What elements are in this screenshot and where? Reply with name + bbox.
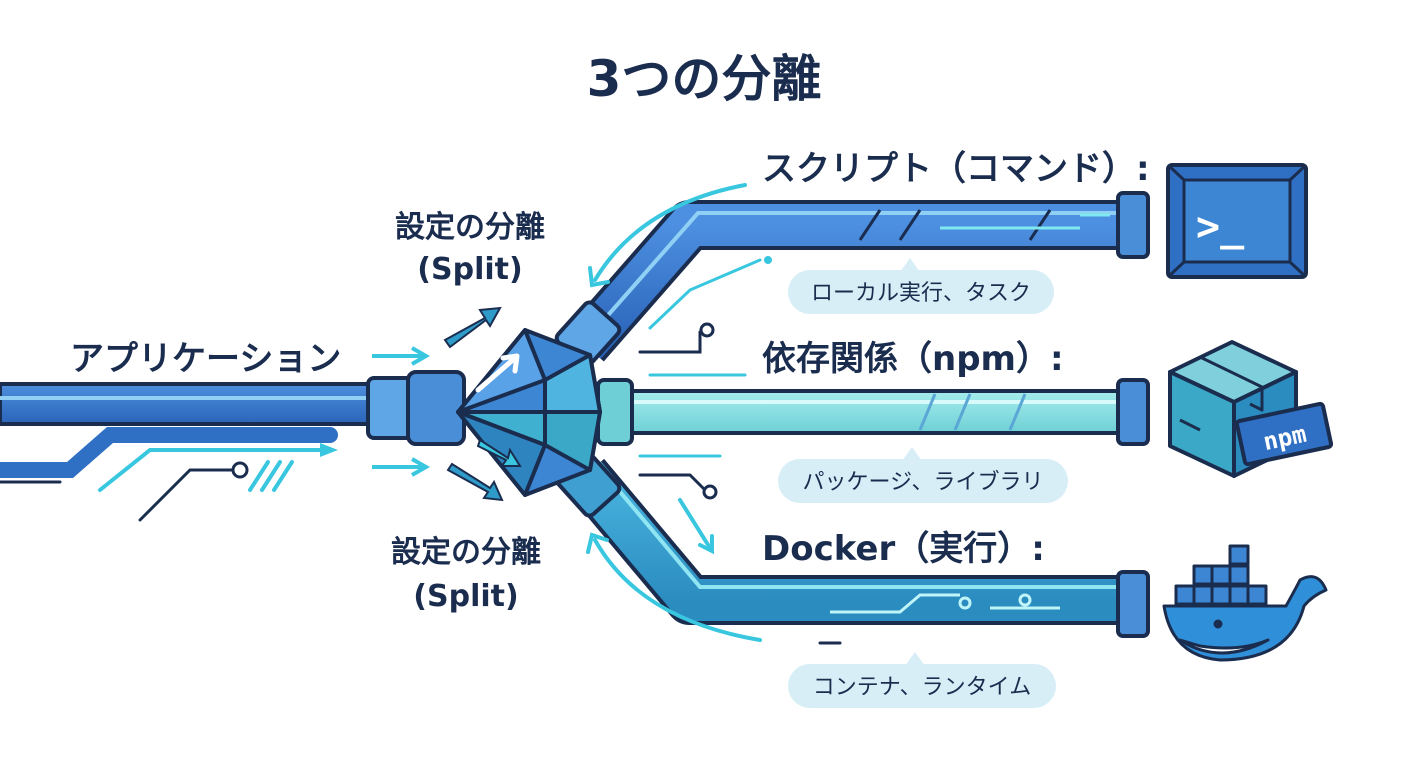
output-pipe-docker xyxy=(565,458,1150,638)
input-label: アプリケーション xyxy=(70,339,341,379)
desc-text-dependencies: パッケージ、ライブラリ xyxy=(803,470,1044,495)
terminal-prompt: >_ xyxy=(1196,204,1245,250)
split-top-label-line2: (Split) xyxy=(417,252,522,287)
desc-pill-docker: コンテナ、ランタイム xyxy=(788,652,1056,708)
flow-arrows xyxy=(586,183,842,645)
split-bottom-label-line2: (Split) xyxy=(413,579,518,614)
output-pipe-scripts xyxy=(566,191,1150,362)
page-title: 3つの分離 xyxy=(587,50,822,108)
docker-whale-icon xyxy=(1162,544,1328,662)
output-label-dependencies: 依存関係（npm）: xyxy=(762,339,1064,379)
output-label-scripts: スクリプト（コマンド）: xyxy=(762,149,1150,189)
split-top-label-line1: 設定の分離 xyxy=(395,210,545,245)
output-label-docker: Docker（実行）: xyxy=(762,529,1045,569)
terminal-icon: >_ xyxy=(1166,163,1308,279)
desc-text-scripts: ローカル実行、タスク xyxy=(811,281,1031,306)
desc-text-docker: コンテナ、ランタイム xyxy=(813,675,1031,700)
split-bottom-label-line1: 設定の分離 xyxy=(391,535,541,570)
desc-pill-dependencies: パッケージ、ライブラリ xyxy=(778,447,1068,503)
input-arrows xyxy=(372,346,431,477)
input-circuit-traces xyxy=(0,427,338,522)
npm-package-icon: npm xyxy=(1168,340,1334,478)
output-pipe-dependencies xyxy=(623,378,1150,446)
split-arrows xyxy=(443,306,522,502)
desc-pill-scripts: ローカル実行、タスク xyxy=(788,258,1054,314)
